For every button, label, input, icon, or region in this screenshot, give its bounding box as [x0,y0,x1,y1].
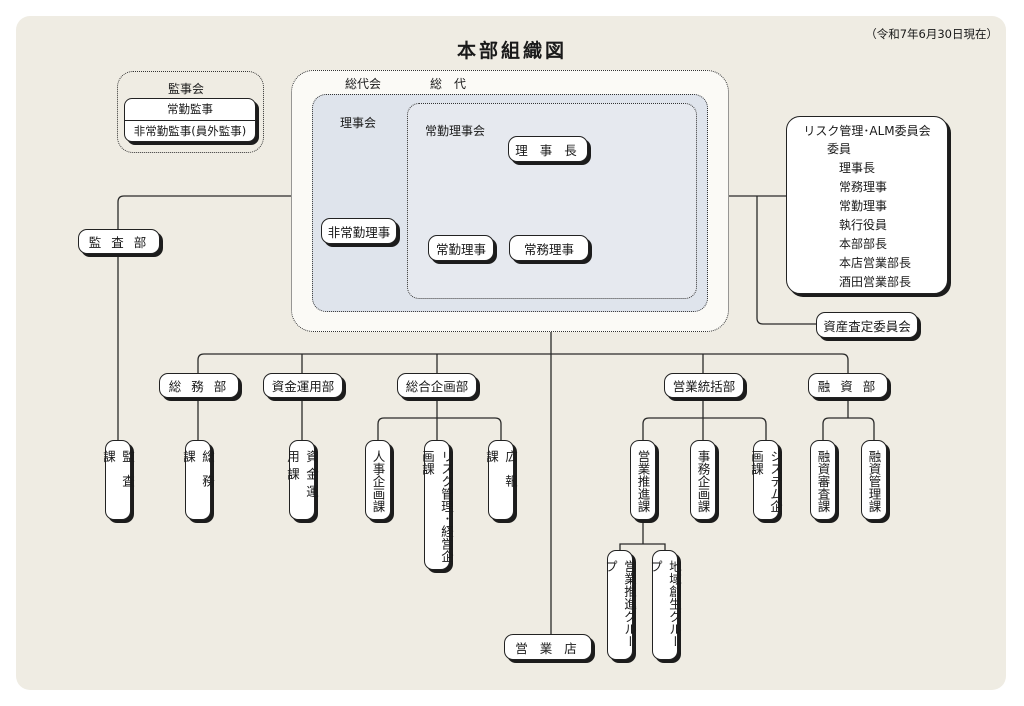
risk-member: 本店営業部長 [839,256,912,270]
jomu-riji-box: 常務理事 [509,235,589,261]
risk-member: 常務理事 [839,180,888,194]
asset-committee-box: 資産査定委員会 [816,312,918,338]
risk-member: 本部部長 [839,237,888,251]
risk-member: 理事長 [839,161,876,175]
jokin-rijikai-label: 常勤理事会 [425,124,486,138]
audit-dept-box: 監 査 部 [78,229,160,254]
dept-eigyo-tokatsu: 営業統括部 [664,373,744,398]
risk-alm-title: リスク管理･ALM委員会 [803,124,931,138]
section-koho: 広報課 [484,440,518,520]
kansakai-label: 監事会 [168,82,205,96]
section-eigyo-suishin: 営業推進課 [630,440,656,520]
section-system: システム企画課 [749,440,783,520]
section-kansa: 監査課 [101,440,135,520]
kansakai-members: 常勤監事 非常勤監事(員外監事) [124,98,256,142]
risk-member: 常勤理事 [839,199,888,213]
rijicho-box: 理 事 長 [508,136,588,162]
risk-alm-committee: リスク管理･ALM委員会 委員 理事長 常務理事 常勤理事 執行役員 本部部長 … [786,116,948,294]
section-yushi-kanri: 融資管理課 [861,440,887,520]
dept-sogo: 総合企画部 [397,373,477,398]
dept-yushi: 融 資 部 [808,373,888,398]
risk-member: 酒田営業部長 [839,275,912,289]
soudaikai-label: 総代会 [345,77,382,91]
hijokin-riji-box: 非常勤理事 [321,218,397,244]
risk-member: 執行役員 [839,218,888,232]
jokin-riji-box: 常勤理事 [428,235,494,261]
kansakai-group [117,71,264,153]
group-chiiki: 地域創生グループ [648,550,682,660]
section-shikin-unyo: 資金運用課 [285,440,319,520]
jokin-rijikai-frame [407,103,697,299]
hijokin-kanji: 非常勤監事(員外監事) [125,120,255,142]
section-jinji: 人事企画課 [365,440,391,520]
dept-shikin: 資金運用部 [263,373,343,398]
section-yushi-shinsa: 融資審査課 [810,440,836,520]
sodai-label: 総 代 [430,77,467,91]
section-risk-keiei: リスク管理･経営企画課 [420,440,454,570]
group-eigyo-suishin: 営業推進グループ [603,550,637,660]
section-somu: 総務課 [181,440,215,520]
page-title: 本部組織図 [456,40,567,62]
risk-alm-sub: 委員 [827,142,852,156]
section-jimu: 事務企画課 [690,440,716,520]
as-of-date: （令和7年6月30日現在） [865,27,998,41]
dept-somu: 総 務 部 [159,373,239,398]
rijikai-label: 理事会 [340,116,377,130]
jokin-kanji: 常勤監事 [167,102,213,116]
branch-box: 営 業 店 [504,634,592,660]
